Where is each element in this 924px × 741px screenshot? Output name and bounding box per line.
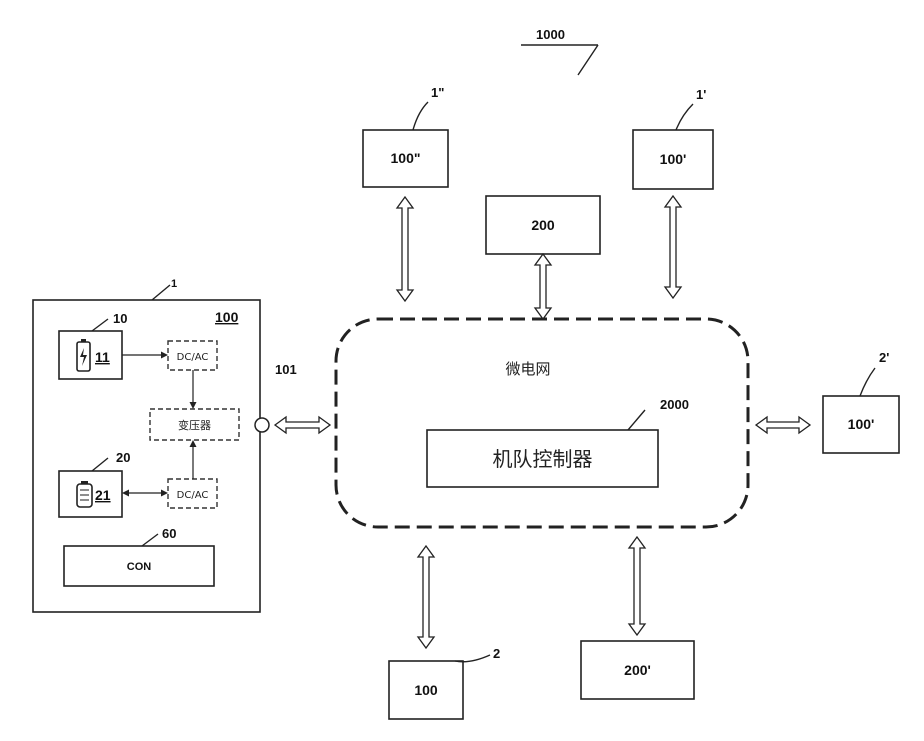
peer-top-left-label: 100" [391, 150, 421, 166]
arrow-bottom-left [418, 546, 434, 648]
figure-reference: 1000 [521, 27, 598, 75]
arrow-top-left [397, 197, 413, 301]
device-1-group: 1 100 10 11 20 21 DC/AC 变压器 [33, 278, 297, 612]
peer-bottom-right-label: 200' [624, 662, 651, 678]
peer-top-left-ref: 1" [431, 85, 444, 100]
battery-11-id: 11 [95, 349, 110, 365]
peer-top-left: 100" 1" [363, 85, 448, 187]
fleet-controller-ref: 2000 [660, 397, 689, 412]
arrow-port-101 [275, 417, 330, 433]
battery-icon [77, 339, 90, 371]
microgrid-label: 微电网 [505, 360, 550, 378]
con-ref: 60 [162, 526, 176, 541]
battery-10-ref: 10 [113, 311, 127, 326]
peer-top-center-label: 200 [531, 217, 555, 233]
port-101-icon [255, 418, 269, 432]
peer-right-label: 100' [848, 416, 875, 432]
peer-right-ref: 2' [879, 350, 889, 365]
microgrid-group: 微电网 机队控制器 2000 [336, 319, 748, 527]
device-1-ref: 1 [171, 278, 177, 290]
battery-21-id: 21 [95, 487, 111, 503]
con-label: CON [127, 561, 152, 573]
microgrid-boundary [336, 319, 748, 527]
device-1-box-label: 100 [215, 309, 239, 325]
peer-top-right-ref: 1' [696, 87, 706, 102]
peer-top-right-label: 100' [660, 151, 687, 167]
peer-bottom-left-ref: 2 [493, 646, 500, 661]
peer-bottom-left-label: 100 [414, 682, 438, 698]
port-101-label: 101 [275, 362, 297, 377]
inverter-2-label: DC/AC [177, 490, 209, 501]
arrow-top-right [665, 196, 681, 298]
arrow-bottom-right [629, 537, 645, 635]
arrow-top-center [535, 254, 551, 319]
peer-top-right: 100' 1' [633, 87, 713, 189]
figure-ref-label: 1000 [536, 27, 565, 42]
inverter-1-label: DC/AC [177, 352, 209, 363]
transformer-label: 变压器 [178, 418, 211, 432]
fleet-controller-label: 机队控制器 [493, 447, 593, 471]
connector-arrows [275, 196, 810, 648]
peer-bottom-right: 200' [581, 641, 694, 699]
battery-pack-icon [77, 481, 92, 507]
battery-20-ref: 20 [116, 450, 130, 465]
peer-right: 100' 2' [823, 350, 899, 453]
arrow-right [756, 417, 810, 433]
peer-top-center: 200 [486, 196, 600, 254]
peer-bottom-left: 100 2 [389, 646, 500, 719]
